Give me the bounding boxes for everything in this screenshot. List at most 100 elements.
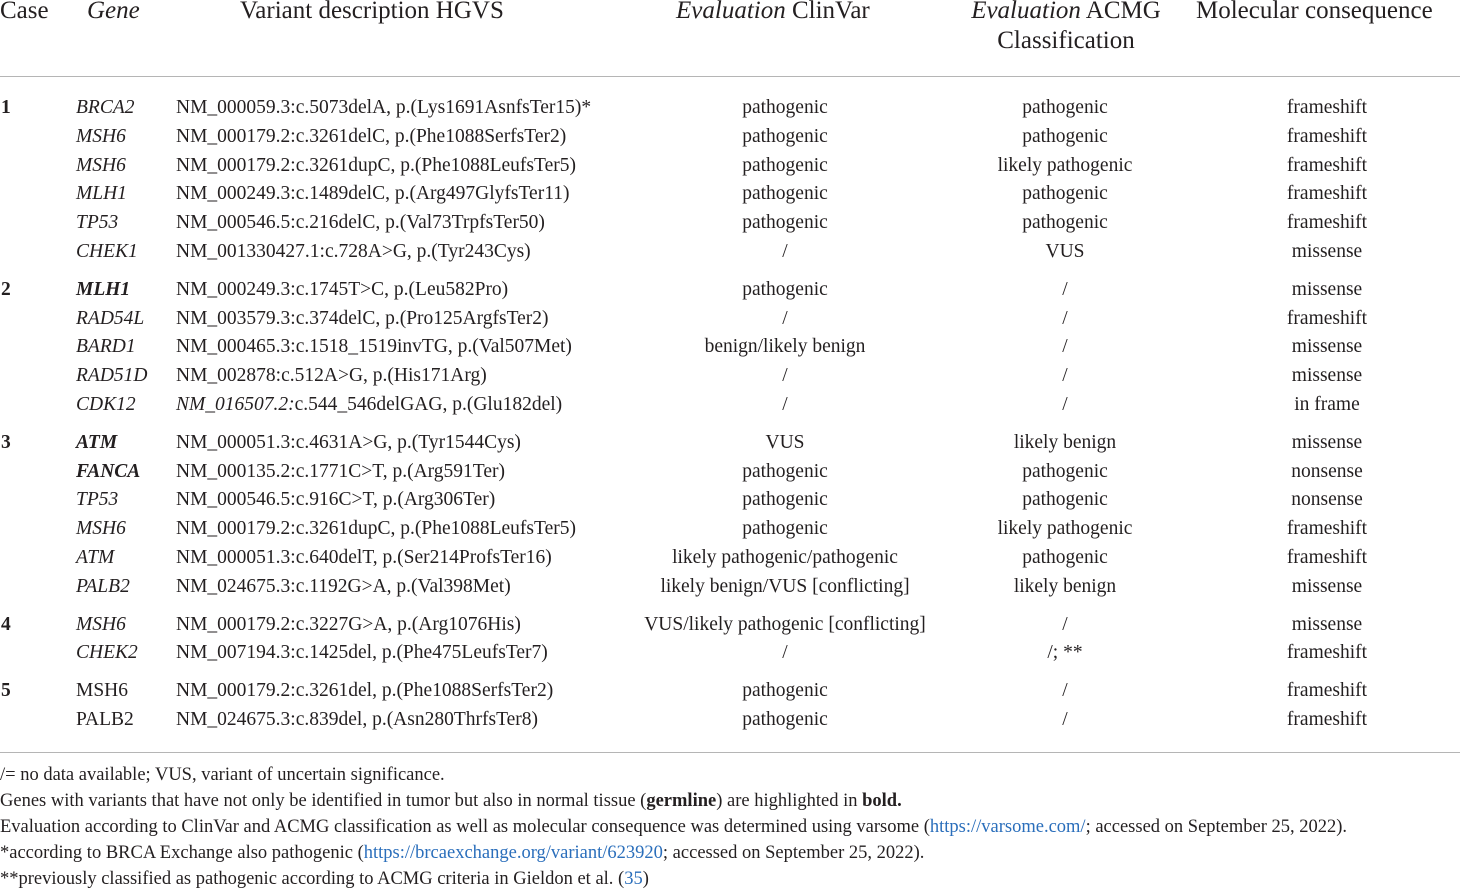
variant-description: NM_000546.5:c.916C>T, p.(Arg306Ter)	[176, 489, 495, 511]
gene-name: CHEK2	[76, 642, 138, 664]
clinvar-evaluation: likely pathogenic/pathogenic	[672, 547, 898, 568]
variant-text: NM_000179.2:c.3261dupC, p.(Phe1088LeufsT…	[176, 154, 576, 176]
clinvar-evaluation: /	[782, 394, 788, 415]
variant-description: NM_000249.3:c.1745T>C, p.(Leu582Pro)	[176, 279, 508, 301]
variant-text: NM_000051.3:c.640delT, p.(Ser214ProfsTer…	[176, 547, 552, 568]
variant-text: NM_002878:c.512A>G, p.(His171Arg)	[176, 365, 487, 387]
variant-text: NM_000179.2:c.3261dupC, p.(Phe1088LeufsT…	[176, 518, 576, 540]
variant-text: NM_000249.3:c.1489delC, p.(Arg497GlyfsTe…	[176, 183, 570, 205]
molecular-consequence: missense	[1291, 241, 1363, 262]
gene-name: PALB2	[76, 709, 134, 730]
variant-text: NM_001330427.1:c.728A>G, p.(Tyr243Cys)	[176, 241, 531, 262]
gene-name: BARD1	[76, 336, 136, 358]
footnote-2-text-a: Genes with variants that have not only b…	[0, 791, 647, 811]
variant-description: NM_002878:c.512A>G, p.(His171Arg)	[176, 365, 487, 387]
reference-link[interactable]: 35	[624, 869, 643, 889]
acmg-classification: likely benign	[1013, 431, 1117, 453]
clinvar-evaluation: pathogenic	[742, 518, 828, 540]
gene-name: CDK12	[76, 394, 136, 415]
acmg-classification: /	[1062, 307, 1068, 329]
header-clinvar: Evaluation ClinVar	[676, 0, 870, 26]
variant-description: NM_001330427.1:c.728A>G, p.(Tyr243Cys)	[176, 241, 531, 263]
case-number: 4	[1, 613, 11, 635]
footnote-2-bold: bold.	[862, 791, 902, 811]
gene-name: CHEK1	[76, 241, 138, 262]
variant-description: NM_003579.3:c.374delC, p.(Pro125ArgfsTer…	[176, 308, 549, 330]
molecular-consequence: missense	[1291, 575, 1363, 597]
clinvar-evaluation: benign/likely benign	[704, 336, 866, 358]
clinvar-evaluation: pathogenic	[742, 125, 828, 147]
variant-text: NM_000249.3:c.1745T>C, p.(Leu582Pro)	[176, 278, 509, 300]
variant-description: NM_000179.2:c.3227G>A, p.(Arg1076His)	[176, 614, 521, 636]
acmg-classification: /	[1062, 680, 1068, 702]
clinvar-evaluation: pathogenic	[742, 97, 828, 118]
acmg-classification: pathogenic	[1022, 125, 1108, 147]
header-rule	[0, 76, 1460, 77]
clinvar-evaluation: VUS	[765, 431, 805, 453]
acmg-classification: pathogenic	[1022, 460, 1108, 482]
footnote-3-text-a: Evaluation according to ClinVar and ACMG…	[0, 817, 930, 837]
molecular-consequence: frameshift	[1286, 642, 1368, 664]
clinvar-evaluation: pathogenic	[742, 154, 828, 176]
footnote-5-text-b: )	[642, 869, 649, 889]
variant-text: NM_000051.3:c.4631A>G, p.(Tyr1544Cys)	[176, 431, 521, 453]
gene-name: MLH1	[76, 183, 127, 205]
variant-description: NM_000465.3:c.1518_1519invTG, p.(Val507M…	[176, 336, 572, 358]
acmg-classification: /	[1062, 613, 1068, 635]
clinvar-evaluation: /	[782, 241, 788, 262]
case-number: 3	[1, 431, 11, 453]
clinvar-evaluation: /	[782, 365, 788, 387]
clinvar-evaluation: /	[782, 642, 788, 664]
footnote-2-text-b: ) are highlighted in	[716, 791, 863, 811]
gene-name: MSH6	[76, 680, 129, 702]
varsome-link[interactable]: https://varsome.com/	[929, 817, 1086, 837]
variant-description: NM_000249.3:c.1489delC, p.(Arg497GlyfsTe…	[176, 183, 569, 205]
variant-description: NM_000135.2:c.1771C>T, p.(Arg591Ter)	[176, 461, 505, 483]
gene-name: MSH6	[76, 613, 126, 635]
header-variant: Variant description HGVS	[240, 0, 504, 24]
footnote-2: Genes with variants that have not only b…	[0, 790, 902, 812]
gene-name: BRCA2	[76, 97, 135, 118]
molecular-consequence: nonsense	[1291, 489, 1363, 511]
variant-description: NM_000179.2:c.3261del, p.(Phe1088SerfsTe…	[176, 680, 553, 702]
variant-description: NM_000059.3:c.5073delA, p.(Lys1691AsnfsT…	[176, 97, 591, 119]
table-row: MLH1 NM_000249.3:c.1489delC, p.(Arg497Gly…	[0, 183, 1460, 212]
clinvar-evaluation: pathogenic	[742, 680, 828, 702]
footnote-3-text-b: ; accessed on September 25, 2022).	[1085, 817, 1348, 837]
gene-name: MSH6	[76, 518, 126, 540]
gene-name: FANCA	[76, 460, 141, 482]
variant-text: NM_000135.2:c.1771C>T, p.(Arg591Ter)	[176, 460, 505, 482]
variant-description: NM_000179.2:c.3261delC, p.(Phe1088SerfsT…	[176, 126, 566, 148]
acmg-classification: /	[1062, 709, 1068, 730]
variant-text: NM_000465.3:c.1518_1519invTG, p.(Val507M…	[176, 336, 572, 358]
acmg-classification: likely pathogenic	[997, 154, 1133, 176]
footnote-4-text-b: ; accessed on September 25, 2022).	[662, 843, 925, 863]
molecular-consequence: frameshift	[1286, 154, 1368, 176]
footnote-4-text-a: *according to BRCA Exchange also pathoge…	[0, 843, 364, 863]
variant-text: NM_000179.2:c.3261delC, p.(Phe1088SerfsT…	[176, 125, 567, 147]
clinvar-evaluation: pathogenic	[742, 278, 828, 300]
acmg-classification: VUS	[1045, 241, 1085, 262]
variant-description: NM_000179.2:c.3261dupC, p.(Phe1088LeufsT…	[176, 518, 576, 540]
variant-description: NM_007194.3:c.1425del, p.(Phe475LeufsTer…	[176, 642, 548, 664]
brca-exchange-link[interactable]: https://brcaexchange.org/variant/623920	[363, 843, 663, 863]
molecular-consequence: frameshift	[1286, 212, 1368, 234]
variant-description: NM_000179.2:c.3261dupC, p.(Phe1088LeufsT…	[176, 155, 576, 177]
acmg-classification: /	[1062, 336, 1068, 358]
gene-name: MSH6	[76, 125, 126, 147]
footnote-1: /= no data available; VUS, variant of un…	[0, 765, 445, 785]
molecular-consequence: frameshift	[1286, 97, 1368, 118]
variant-transcript: NM_016507.2:	[176, 394, 295, 415]
footnote-4: *according to BRCA Exchange also pathoge…	[0, 842, 924, 864]
clinvar-evaluation: likely benign/VUS [conflicting]	[660, 575, 910, 597]
header-molecular: Molecular consequence	[1196, 0, 1433, 24]
gene-name: MLH1	[76, 278, 131, 300]
molecular-consequence: in frame	[1294, 394, 1360, 415]
table-row: BARD1 NM_000465.3:c.1518_1519invTG, p.(Va…	[0, 336, 1460, 365]
molecular-consequence: missense	[1291, 613, 1363, 635]
variant-text: NM_007194.3:c.1425del, p.(Phe475LeufsTer…	[176, 642, 548, 664]
